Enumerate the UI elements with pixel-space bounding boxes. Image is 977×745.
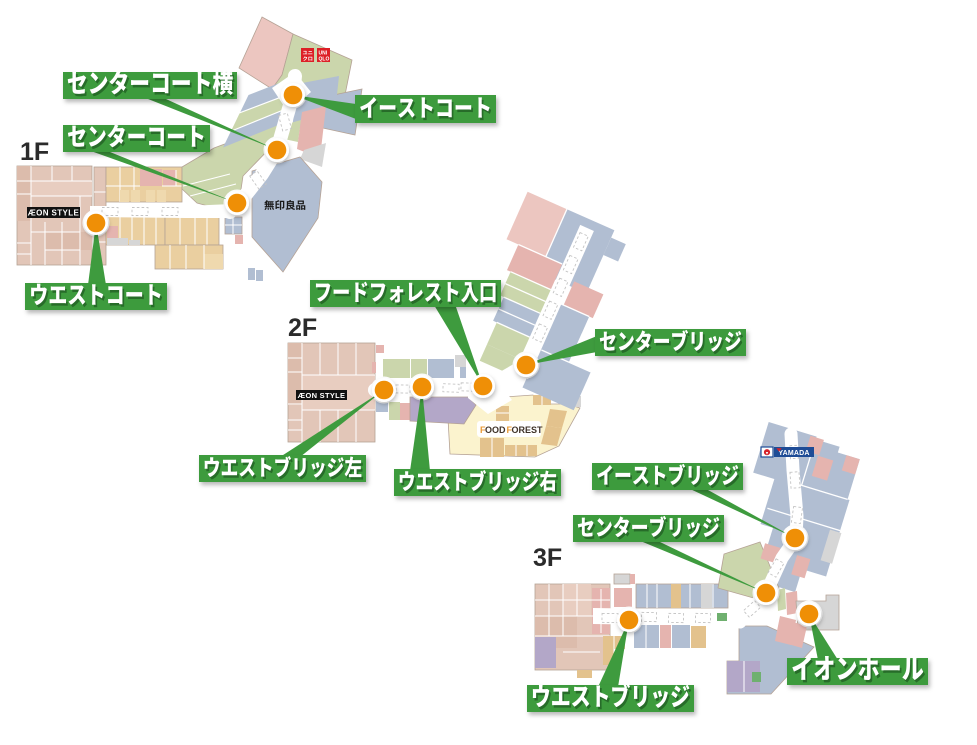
svg-text:3F: 3F [533,544,562,572]
svg-text:ÆON STYLE: ÆON STYLE [28,209,80,218]
svg-text:YAMADA: YAMADA [778,450,809,457]
svg-text:QLO: QLO [319,57,330,63]
svg-text:1F: 1F [20,138,49,166]
svg-text:ÆON STYLE: ÆON STYLE [298,391,346,400]
svg-text:2F: 2F [288,314,317,342]
svg-text:UNI: UNI [319,51,328,57]
svg-text:FOODFOREST: FOODFOREST [480,425,543,435]
